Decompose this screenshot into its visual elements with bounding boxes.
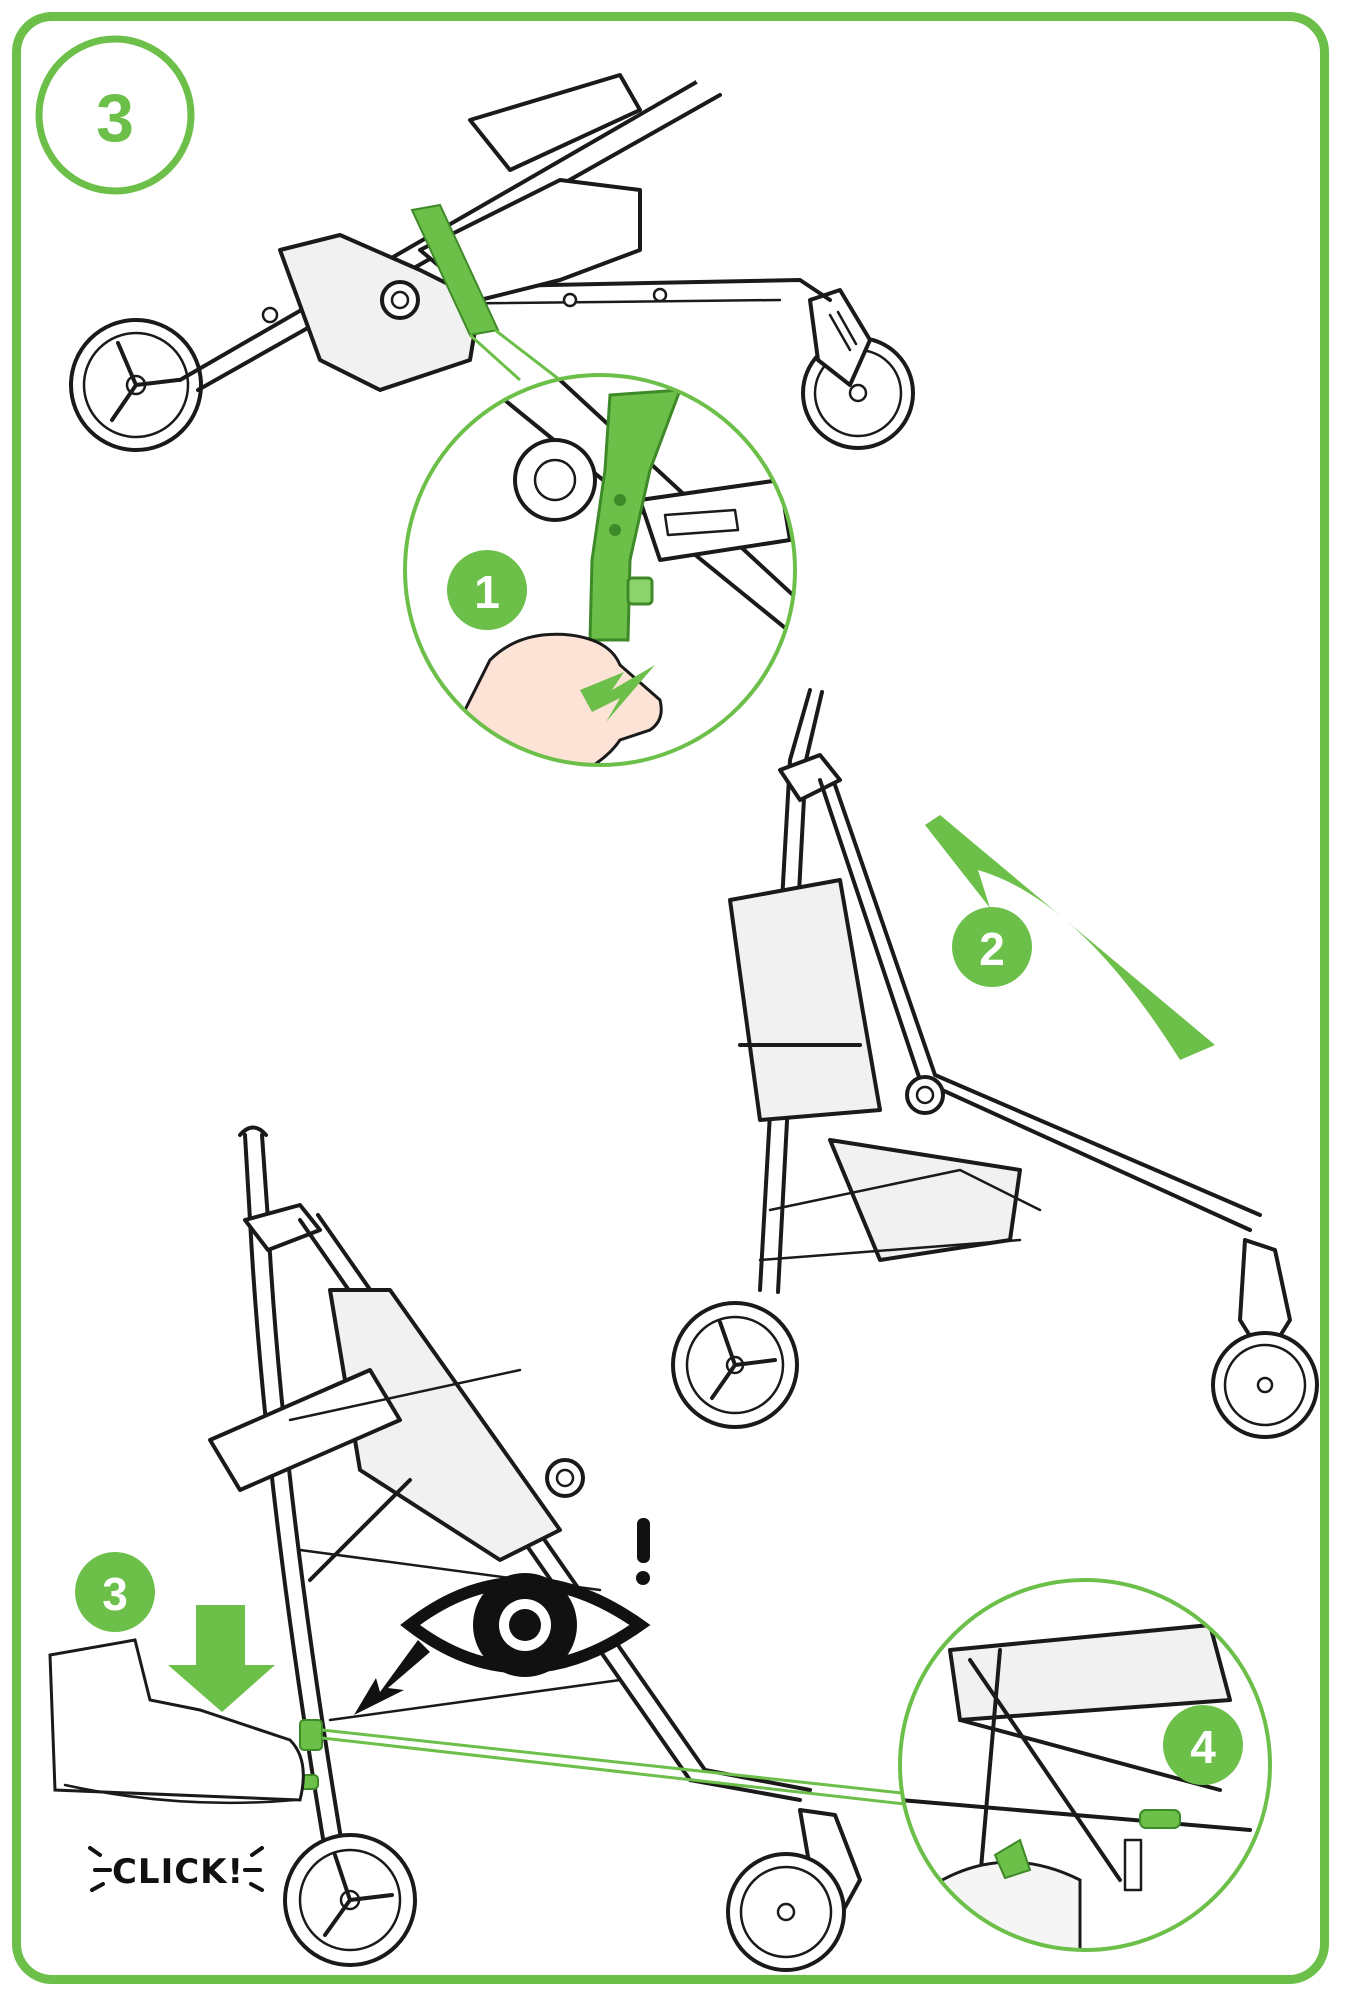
rear-wheel-top [69,318,203,452]
sub-step-badge-3: 3 [75,1552,155,1632]
sub-step-2-number: 2 [979,923,1005,975]
sub-step-3-number: 3 [102,1568,128,1620]
sub-step-badge-1: 1 [447,550,527,630]
sub-step-4-number: 4 [1190,1721,1216,1773]
sub-step-badge-4: 4 [1163,1705,1243,1785]
folded-stroller [69,41,915,452]
sub-step-badge-2: 2 [952,907,1032,987]
arrow-down-icon [168,1605,275,1712]
click-sound-label: CLICK! [88,1846,264,1892]
main-step-badge: 3 [35,35,195,195]
foot-icon [48,1638,305,1805]
eye-icon [400,1573,651,1677]
main-step-number: 3 [96,80,134,156]
instruction-frame [12,12,1329,1984]
arrow-look-icon [354,1640,430,1715]
unfolded-stroller [208,1125,862,1972]
arrow-pull-icon [580,665,655,722]
click-text: CLICK! [112,1852,244,1892]
arrow-curved-icon [925,815,1215,1060]
detail-circle-release [403,373,797,767]
sub-step-1-number: 1 [474,566,500,618]
unfolding-stroller [671,688,1319,1439]
exclamation-icon [636,1518,650,1585]
